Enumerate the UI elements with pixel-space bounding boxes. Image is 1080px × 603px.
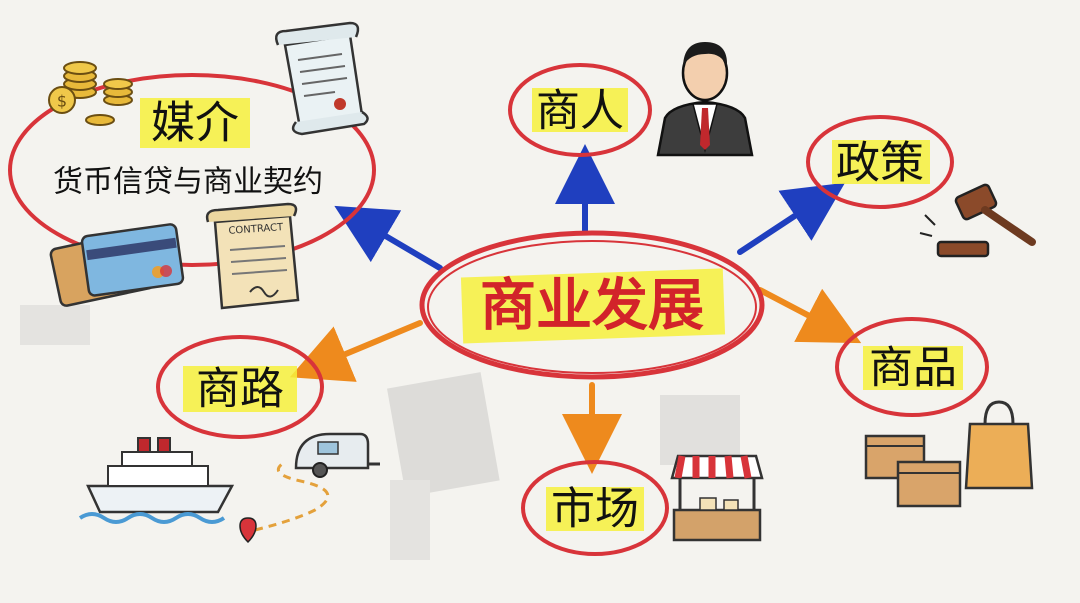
policy-label: 政策 <box>836 138 924 189</box>
market-stall-icon <box>670 454 764 542</box>
media-node: 媒介 货币信贷与商业契约 <box>8 73 376 267</box>
ship-icon <box>78 437 235 524</box>
contract-document-icon: CONTRACT <box>205 202 300 310</box>
media-title: 媒介 <box>151 98 239 149</box>
coin-symbol: $ <box>57 92 67 111</box>
arrows <box>289 144 862 474</box>
coins-icon: $ <box>48 61 133 126</box>
center-node: 商业发展 <box>419 230 765 380</box>
arrow-to-policy <box>737 182 846 255</box>
goods-label: 商品 <box>869 343 957 394</box>
media-subtitle: 货币信贷与商业契约 <box>53 165 323 200</box>
center-label: 商业发展 <box>480 274 704 339</box>
arrow-to-media <box>334 205 443 271</box>
caravan-icon <box>294 432 380 478</box>
trade-route-label: 商路 <box>196 364 284 415</box>
boxes-icon <box>864 434 962 508</box>
contract-label: CONTRACT <box>228 222 284 237</box>
arrow-to-trade-route <box>289 320 423 382</box>
gavel-icon <box>919 183 1036 258</box>
policy-node: 政策 <box>806 115 954 209</box>
trade-route-node: 商路 <box>156 335 324 439</box>
shopping-bag-icon <box>964 400 1034 490</box>
background-smudges <box>20 305 740 560</box>
scroll-document-icon <box>275 21 369 136</box>
market-label: 市场 <box>551 484 639 535</box>
credit-cards-icon <box>49 223 185 307</box>
market-node: 市场 <box>521 460 669 556</box>
arrow-to-goods <box>757 287 862 344</box>
merchant-label: 商人 <box>536 86 624 137</box>
goods-node: 商品 <box>835 317 989 417</box>
route-path-icon <box>239 460 330 544</box>
merchant-node: 商人 <box>508 63 652 157</box>
businessman-icon <box>656 42 754 157</box>
